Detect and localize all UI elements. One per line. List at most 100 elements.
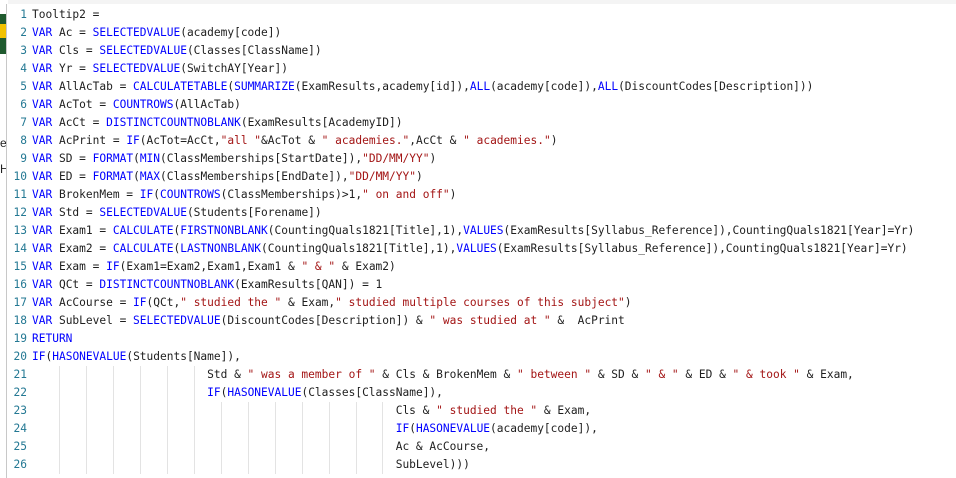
indent-guide bbox=[328, 402, 330, 420]
code-line[interactable]: 5 VAR AllAcTab = CALCULATETABLE(SUMMARIZE… bbox=[7, 78, 956, 96]
code-text[interactable]: VAR Exam = IF(Exam1=Exam2,Exam1,Exam1 & … bbox=[32, 260, 396, 273]
line-number: 18 bbox=[13, 314, 27, 327]
code-line[interactable]: 9 VAR SD = FORMAT(MIN(ClassMemberships[St… bbox=[7, 150, 956, 168]
indent-guide bbox=[166, 384, 168, 402]
code-text[interactable]: VAR Exam1 = CALCULATE(FIRSTNONBLANK(Coun… bbox=[32, 224, 915, 237]
indent-guide bbox=[139, 384, 141, 402]
indent-guide bbox=[193, 456, 195, 474]
code-line[interactable]: 4 VAR Yr = SELECTEDVALUE(SwitchAY[Year]) bbox=[7, 60, 956, 78]
line-number: 4 bbox=[20, 62, 27, 75]
line-number: 3 bbox=[20, 44, 27, 57]
indent-guide bbox=[139, 456, 141, 474]
line-number: 11 bbox=[13, 188, 27, 201]
code-line[interactable]: 12 VAR Std = SELECTEDVALUE(Students[Foren… bbox=[7, 204, 956, 222]
line-number: 17 bbox=[13, 296, 27, 309]
line-number: 13 bbox=[13, 224, 27, 237]
indent-guide bbox=[112, 438, 114, 456]
indent-guide bbox=[382, 438, 384, 456]
code-line[interactable]: 13 VAR Exam1 = CALCULATE(FIRSTNONBLANK(Co… bbox=[7, 222, 956, 240]
code-line[interactable]: 11 VAR BrokenMem = IF(COUNTROWS(ClassMemb… bbox=[7, 186, 956, 204]
code-line[interactable]: 7 VAR AcCt = DISTINCTCOUNTNOBLANK(ExamRes… bbox=[7, 114, 956, 132]
line-number: 7 bbox=[20, 116, 27, 129]
line-number: 15 bbox=[13, 260, 27, 273]
indent-guide bbox=[193, 438, 195, 456]
code-text[interactable]: VAR BrokenMem = IF(COUNTROWS(ClassMember… bbox=[32, 188, 457, 201]
code-text[interactable]: Ac & AcCourse, bbox=[32, 440, 491, 453]
code-text[interactable]: VAR Cls = SELECTEDVALUE(Classes[ClassNam… bbox=[32, 44, 322, 57]
code-text[interactable]: VAR Ac = SELECTEDVALUE(academy[code]) bbox=[32, 26, 282, 39]
indent-guide bbox=[139, 420, 141, 438]
code-text[interactable]: VAR Exam2 = CALCULATE(LASTNONBLANK(Count… bbox=[32, 242, 908, 255]
code-text[interactable]: IF(HASONEVALUE(academy[code]), bbox=[395, 422, 598, 435]
indent-guide bbox=[58, 402, 60, 420]
code-text[interactable]: IF(HASONEVALUE(Classes[ClassName]), bbox=[207, 386, 443, 399]
code-text[interactable]: VAR Std = SELECTEDVALUE(Students[Forenam… bbox=[32, 206, 322, 219]
line-number: 1 bbox=[20, 8, 27, 21]
code-text[interactable]: RETURN bbox=[32, 332, 73, 345]
code-text[interactable]: VAR AcPrint = IF(AcTot=AcCt,"all "&AcTot… bbox=[32, 134, 558, 147]
indent-guide bbox=[139, 438, 141, 456]
code-line[interactable]: 26 SubLevel))) bbox=[7, 456, 956, 474]
line-number: 23 bbox=[13, 404, 27, 417]
code-text[interactable]: VAR ED = FORMAT(MAX(ClassMemberships[End… bbox=[32, 170, 423, 183]
code-text[interactable]: Std & " was a member of " & Cls & Broken… bbox=[32, 368, 854, 381]
code-text[interactable]: VAR AllAcTab = CALCULATETABLE(SUMMARIZE(… bbox=[32, 80, 814, 93]
code-line[interactable]: 18 VAR SubLevel = SELECTEDVALUE(DiscountC… bbox=[7, 312, 956, 330]
indent-guide bbox=[355, 402, 357, 420]
code-line[interactable]: 24 IF(HASONEVALUE(academy[code]), bbox=[7, 420, 956, 438]
indent-guide bbox=[247, 456, 249, 474]
line-number: 5 bbox=[20, 80, 27, 93]
code-line[interactable]: 16 VAR QCt = DISTINCTCOUNTNOBLANK(ExamRes… bbox=[7, 276, 956, 294]
code-text[interactable]: VAR AcCt = DISTINCTCOUNTNOBLANK(ExamResu… bbox=[32, 116, 403, 129]
line-number: 16 bbox=[13, 278, 27, 291]
code-text[interactable]: VAR AcCourse = IF(QCt," studied the " & … bbox=[32, 296, 632, 309]
indent-guide bbox=[139, 402, 141, 420]
indent-guide bbox=[274, 402, 276, 420]
code-text[interactable]: Tooltip2 = bbox=[32, 8, 100, 21]
code-line[interactable]: 15 VAR Exam = IF(Exam1=Exam2,Exam1,Exam1 … bbox=[7, 258, 956, 276]
indent-guide bbox=[355, 456, 357, 474]
code-text[interactable]: SubLevel))) bbox=[32, 458, 470, 471]
code-text[interactable]: VAR QCt = DISTINCTCOUNTNOBLANK(ExamResul… bbox=[32, 278, 383, 291]
line-number: 14 bbox=[13, 242, 27, 255]
code-line[interactable]: 6 VAR AcTot = COUNTROWS(AllAcTab) bbox=[7, 96, 956, 114]
code-text[interactable]: VAR Yr = SELECTEDVALUE(SwitchAY[Year]) bbox=[32, 62, 288, 75]
code-text[interactable]: VAR SD = FORMAT(MIN(ClassMemberships[Sta… bbox=[32, 152, 437, 165]
code-text[interactable]: VAR SubLevel = SELECTEDVALUE(DiscountCod… bbox=[32, 314, 625, 327]
indent-guide bbox=[274, 420, 276, 438]
indent-guide bbox=[166, 456, 168, 474]
indent-guide bbox=[247, 420, 249, 438]
code-line[interactable]: 25 Ac & AcCourse, bbox=[7, 438, 956, 456]
code-line[interactable]: 3 VAR Cls = SELECTEDVALUE(Classes[ClassNa… bbox=[7, 42, 956, 60]
code-line[interactable]: 21 Std & " was a member of " & Cls & Bro… bbox=[7, 366, 956, 384]
line-number: 6 bbox=[20, 98, 27, 111]
code-line[interactable]: 14 VAR Exam2 = CALCULATE(LASTNONBLANK(Cou… bbox=[7, 240, 956, 258]
line-number: 26 bbox=[13, 458, 27, 471]
indent-guide bbox=[58, 456, 60, 474]
code-line[interactable]: 23 Cls & " studied the " & Exam, bbox=[7, 402, 956, 420]
indent-guide bbox=[274, 438, 276, 456]
code-line[interactable]: 22 IF(HASONEVALUE(Classes[ClassName]), bbox=[7, 384, 956, 402]
code-text[interactable]: VAR AcTot = COUNTROWS(AllAcTab) bbox=[32, 98, 241, 111]
code-text[interactable]: IF(HASONEVALUE(Students[Name]), bbox=[32, 350, 241, 363]
code-text[interactable]: Cls & " studied the " & Exam, bbox=[32, 404, 592, 417]
line-number: 12 bbox=[13, 206, 27, 219]
indent-guide bbox=[193, 366, 195, 384]
indent-guide bbox=[112, 384, 114, 402]
code-line[interactable]: 1 Tooltip2 = bbox=[7, 6, 956, 24]
indent-guide bbox=[382, 456, 384, 474]
indent-guide bbox=[328, 420, 330, 438]
background-panel bbox=[0, 0, 8, 478]
line-number: 9 bbox=[20, 152, 27, 165]
indent-guide bbox=[193, 384, 195, 402]
indent-guide bbox=[85, 402, 87, 420]
code-line[interactable]: 17 VAR AcCourse = IF(QCt," studied the " … bbox=[7, 294, 956, 312]
indent-guide bbox=[328, 438, 330, 456]
indent-guide bbox=[220, 456, 222, 474]
